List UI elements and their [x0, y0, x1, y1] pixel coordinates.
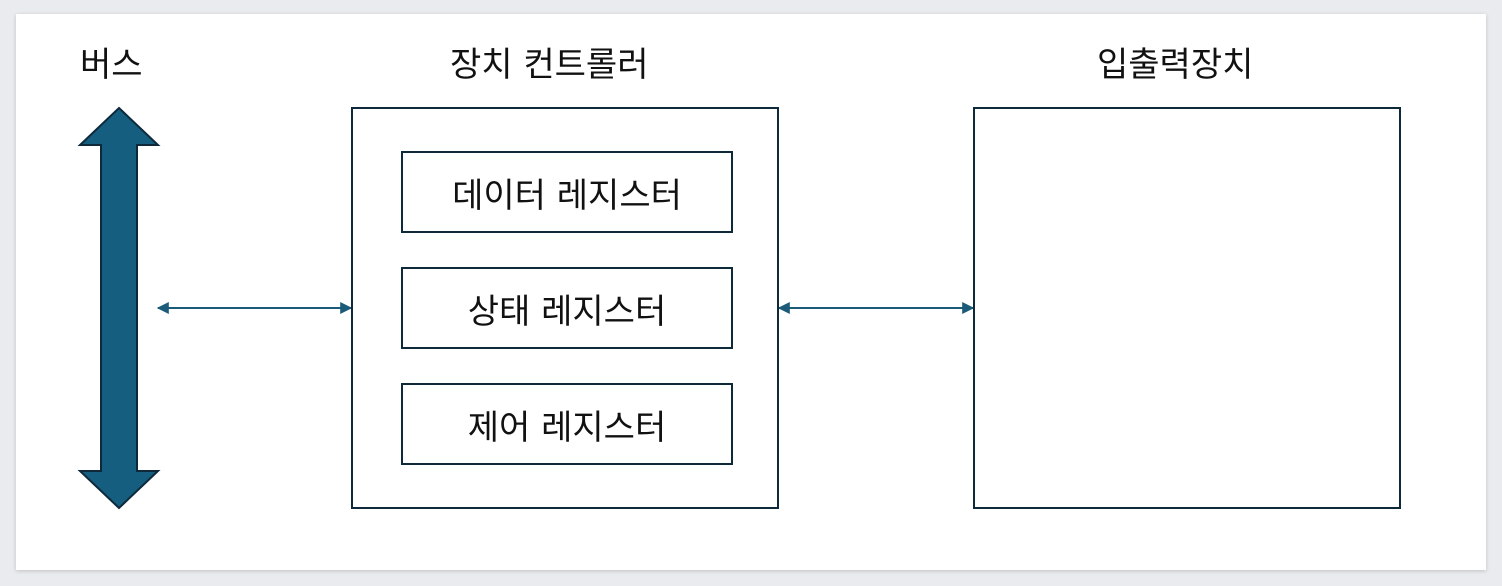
bus-label: 버스	[80, 45, 143, 85]
io-device-label: 입출력장치	[1097, 45, 1254, 85]
data-register: 데이터 레지스터	[401, 151, 733, 233]
control-register: 제어 레지스터	[401, 383, 733, 465]
bus-arrow	[77, 106, 161, 510]
io-device-box	[973, 107, 1401, 509]
controller-label: 장치 컨트롤러	[450, 45, 649, 85]
status-register: 상태 레지스터	[401, 267, 733, 349]
